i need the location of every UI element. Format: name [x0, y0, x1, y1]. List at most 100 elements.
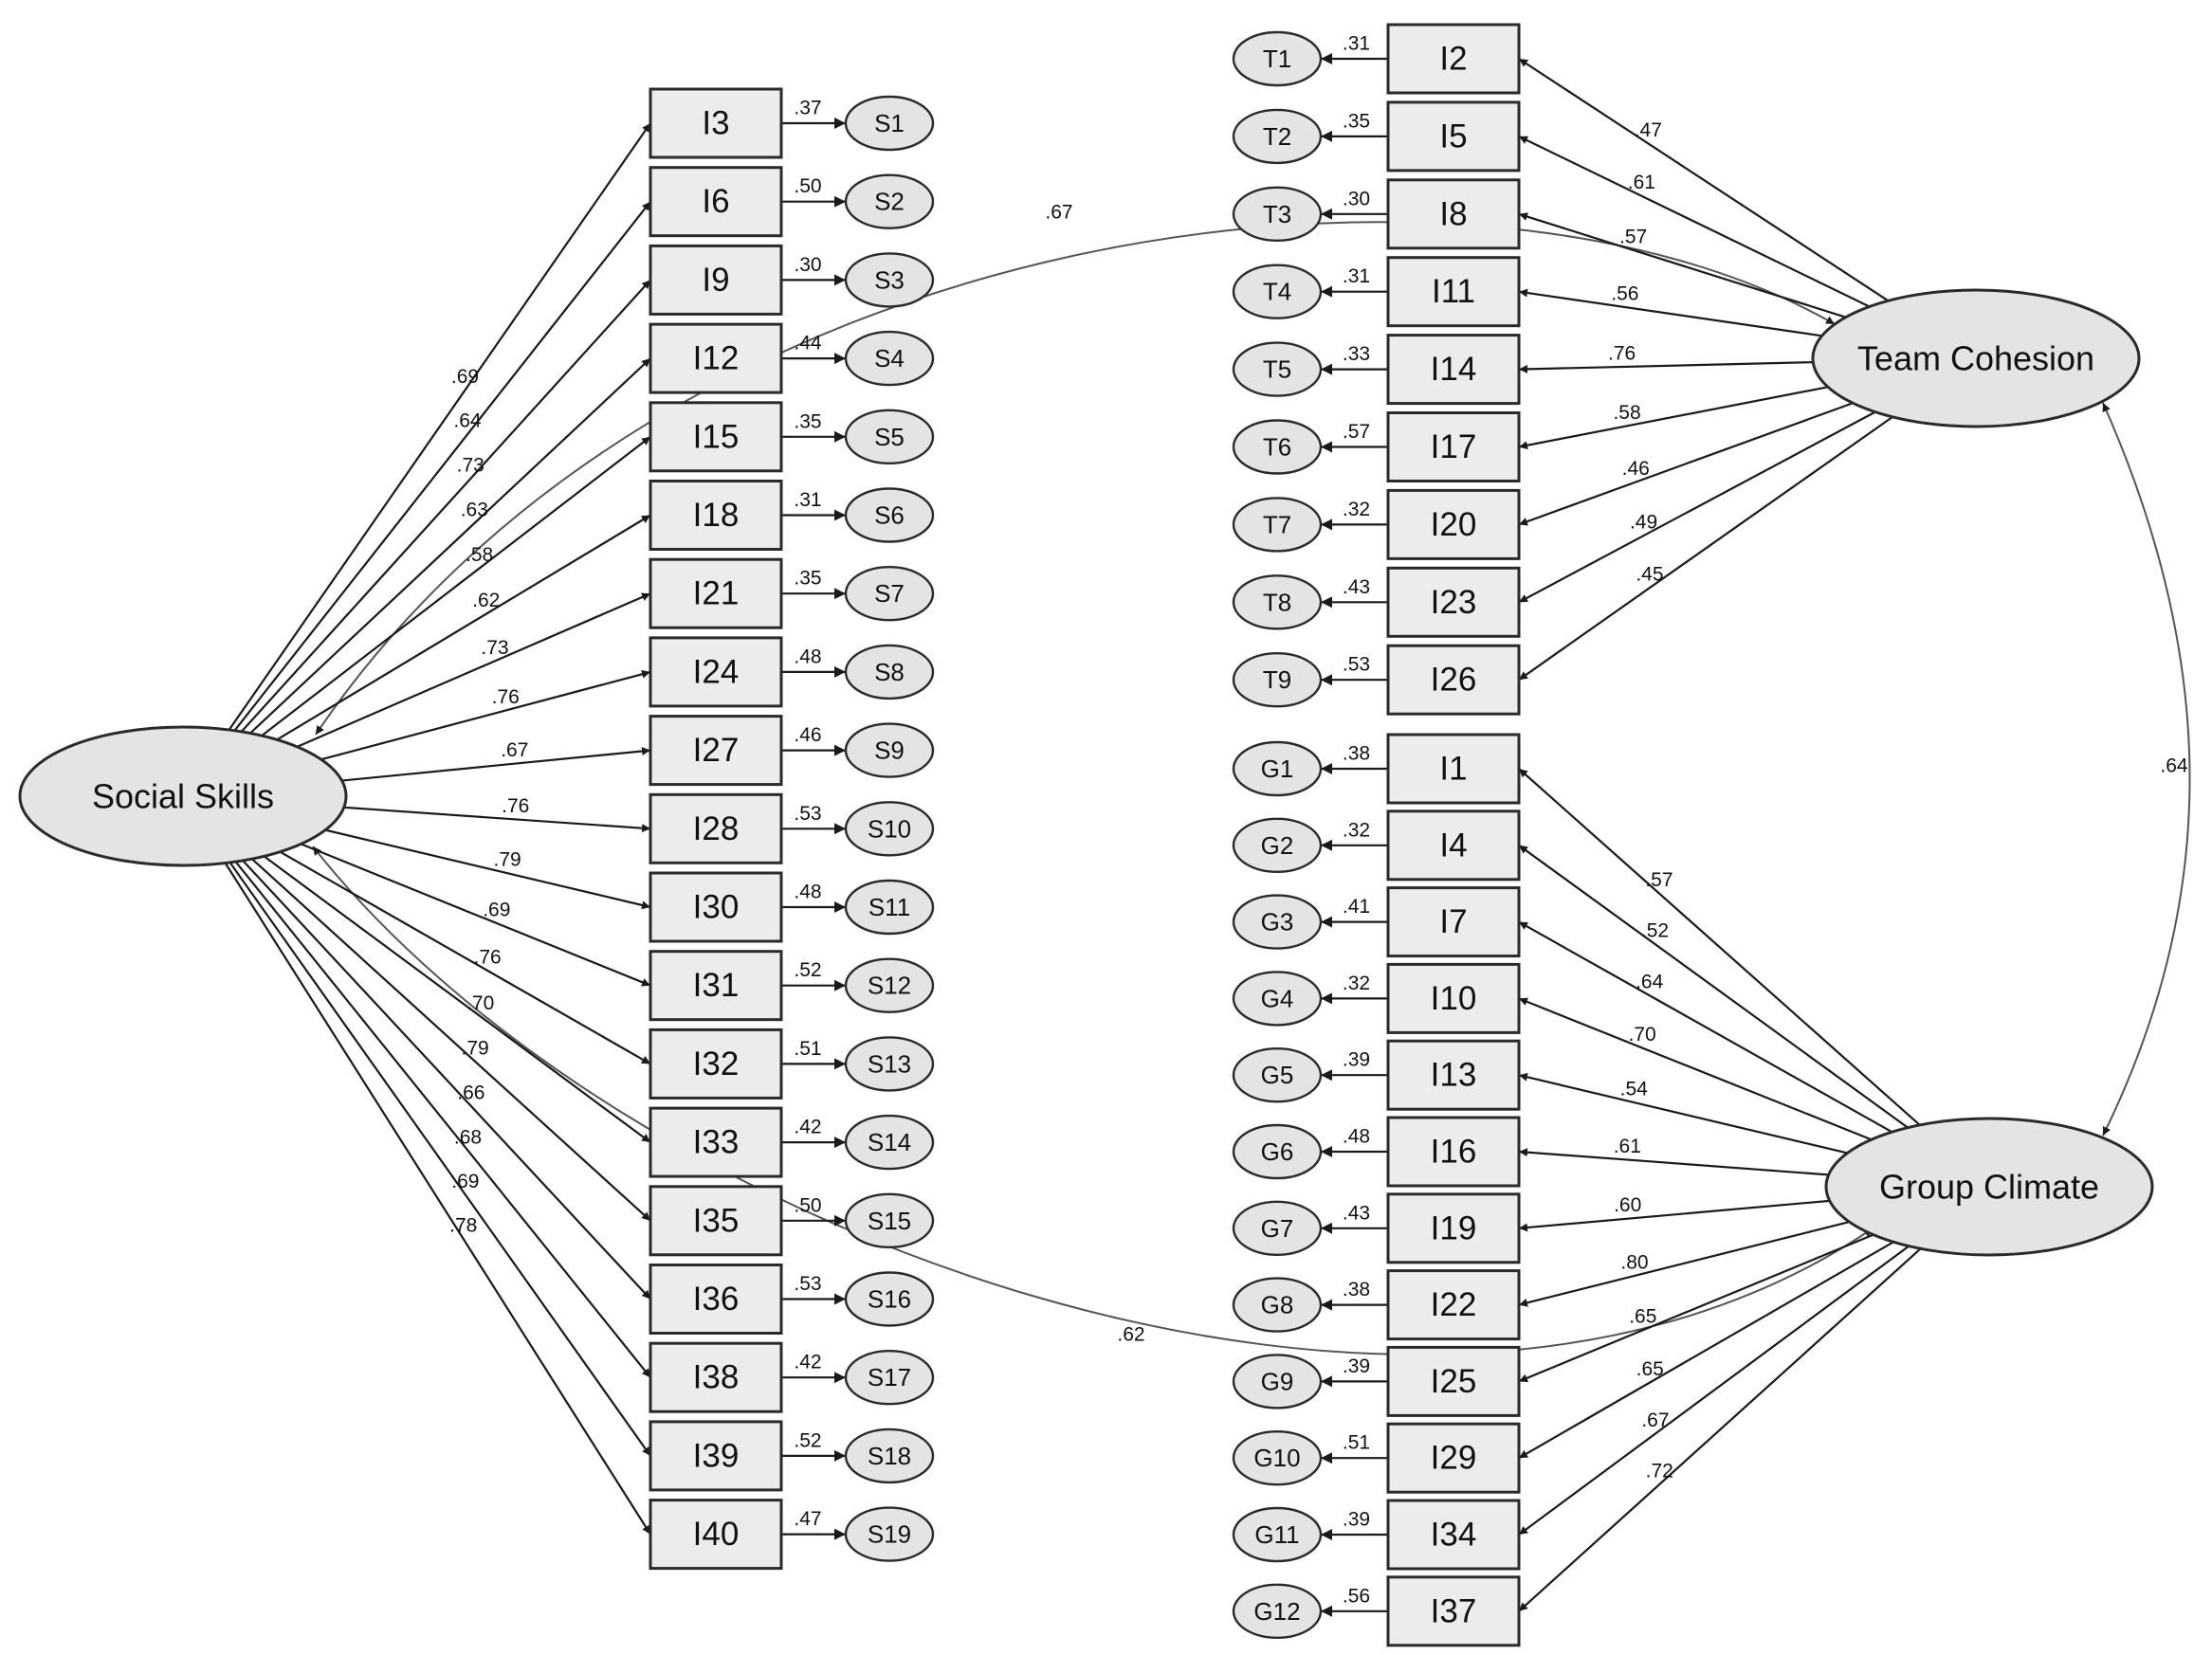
item-label: I9 — [702, 262, 729, 299]
error-label: S7 — [874, 579, 905, 608]
error-label: S9 — [874, 737, 905, 765]
error-term — [1232, 497, 1323, 553]
item-box — [1386, 1269, 1521, 1341]
item-label: I17 — [1431, 428, 1477, 465]
error-label: G2 — [1261, 831, 1294, 860]
loading-label: .66 — [457, 1082, 484, 1103]
loading-label: .65 — [1636, 1358, 1664, 1380]
item-box — [1386, 1039, 1521, 1111]
loading-arrow — [1518, 288, 1822, 337]
loading-arrow — [224, 862, 651, 1536]
error-loading-label: .38 — [1343, 1279, 1370, 1300]
loading-label: .76 — [1608, 342, 1636, 364]
labels-layer: .69I3.37S1.64I6.50S2.73I9.30S3.63I12.44S… — [92, 33, 2188, 1630]
loading-label: .57 — [1645, 869, 1673, 891]
correlation-social-team — [315, 221, 1836, 736]
loading-arrow — [1518, 361, 1814, 373]
loading-label: .69 — [451, 1171, 479, 1192]
error-term — [1232, 574, 1323, 630]
error-term — [844, 957, 935, 1013]
item-box — [1386, 1345, 1521, 1417]
item-box — [1386, 488, 1521, 560]
error-label: S19 — [868, 1520, 911, 1549]
item-box — [1386, 1422, 1521, 1494]
error-loading-label: .48 — [794, 646, 821, 667]
item-box — [1386, 334, 1521, 406]
error-label: S14 — [868, 1128, 911, 1156]
item-box — [1386, 733, 1521, 805]
error-loading-label: .48 — [794, 882, 821, 903]
item-box — [1386, 809, 1521, 882]
error-term — [844, 566, 935, 622]
error-loading-label: .46 — [794, 724, 821, 746]
error-loading-label: .48 — [1343, 1126, 1370, 1148]
error-term — [844, 644, 935, 700]
item-box — [1386, 100, 1521, 173]
item-label: I30 — [693, 889, 740, 926]
error-term — [1232, 1123, 1323, 1180]
loading-label: .76 — [502, 795, 529, 817]
item-label: I5 — [1439, 118, 1467, 155]
loading-label: .78 — [449, 1215, 477, 1237]
item-label: I21 — [693, 575, 740, 612]
error-loading-label: .50 — [794, 1194, 821, 1216]
nodes-layer — [18, 23, 2154, 1647]
item-box — [1386, 1192, 1521, 1264]
error-loading-label: .31 — [1343, 265, 1370, 287]
error-label: S13 — [868, 1049, 911, 1078]
item-label: I7 — [1439, 903, 1467, 940]
item-box — [1386, 411, 1521, 482]
item-label: I12 — [693, 340, 740, 377]
loading-label: .76 — [474, 946, 502, 968]
loading-arrow — [1518, 1199, 1830, 1232]
item-label: I10 — [1431, 980, 1477, 1017]
error-term — [844, 1428, 935, 1484]
item-box — [649, 1264, 783, 1335]
error-loading-label: .38 — [1343, 743, 1370, 765]
error-label: S12 — [868, 972, 911, 1000]
error-term — [1232, 1506, 1323, 1563]
error-loading-label: .30 — [794, 254, 821, 276]
item-box — [1386, 1575, 1521, 1647]
error-label: S3 — [874, 265, 905, 294]
loading-arrow — [229, 862, 651, 1457]
error-loading-label: .30 — [1343, 188, 1370, 209]
error-label: S18 — [868, 1442, 911, 1470]
error-loading-label: .52 — [794, 1429, 821, 1451]
loading-arrow — [1518, 386, 1829, 450]
error-term — [844, 173, 935, 229]
error-label: G12 — [1253, 1597, 1300, 1626]
item-box — [649, 1106, 783, 1178]
loading-arrow — [1518, 997, 1873, 1141]
error-term — [1232, 30, 1323, 87]
item-label: I24 — [693, 653, 740, 690]
error-label: T7 — [1263, 510, 1291, 538]
error-term — [844, 722, 935, 778]
error-term — [844, 1349, 935, 1406]
error-loading-label: .35 — [1343, 110, 1370, 132]
error-label: G4 — [1261, 984, 1294, 1012]
item-label: I33 — [693, 1124, 740, 1161]
item-label: I26 — [1431, 662, 1477, 699]
loading-arrow — [1518, 1072, 1848, 1155]
error-label: S15 — [868, 1207, 911, 1235]
loading-arrow — [1518, 844, 1909, 1129]
error-term — [1232, 894, 1323, 950]
error-loading-label: .31 — [794, 489, 821, 511]
error-term — [1232, 1429, 1323, 1486]
error-label: T5 — [1263, 355, 1291, 384]
loading-label: .64 — [1636, 972, 1664, 993]
loading-label: .58 — [466, 544, 493, 566]
item-box — [649, 950, 783, 1022]
error-label: S1 — [874, 109, 905, 137]
loading-label: .57 — [1619, 226, 1647, 247]
loading-label: .63 — [461, 500, 488, 521]
loading-label: .79 — [462, 1037, 489, 1059]
item-box — [1386, 1116, 1521, 1188]
item-box — [649, 401, 783, 473]
error-loading-label: .47 — [794, 1508, 821, 1530]
error-term — [1232, 971, 1323, 1027]
error-label: S6 — [874, 501, 905, 530]
loading-arrow — [276, 514, 651, 741]
